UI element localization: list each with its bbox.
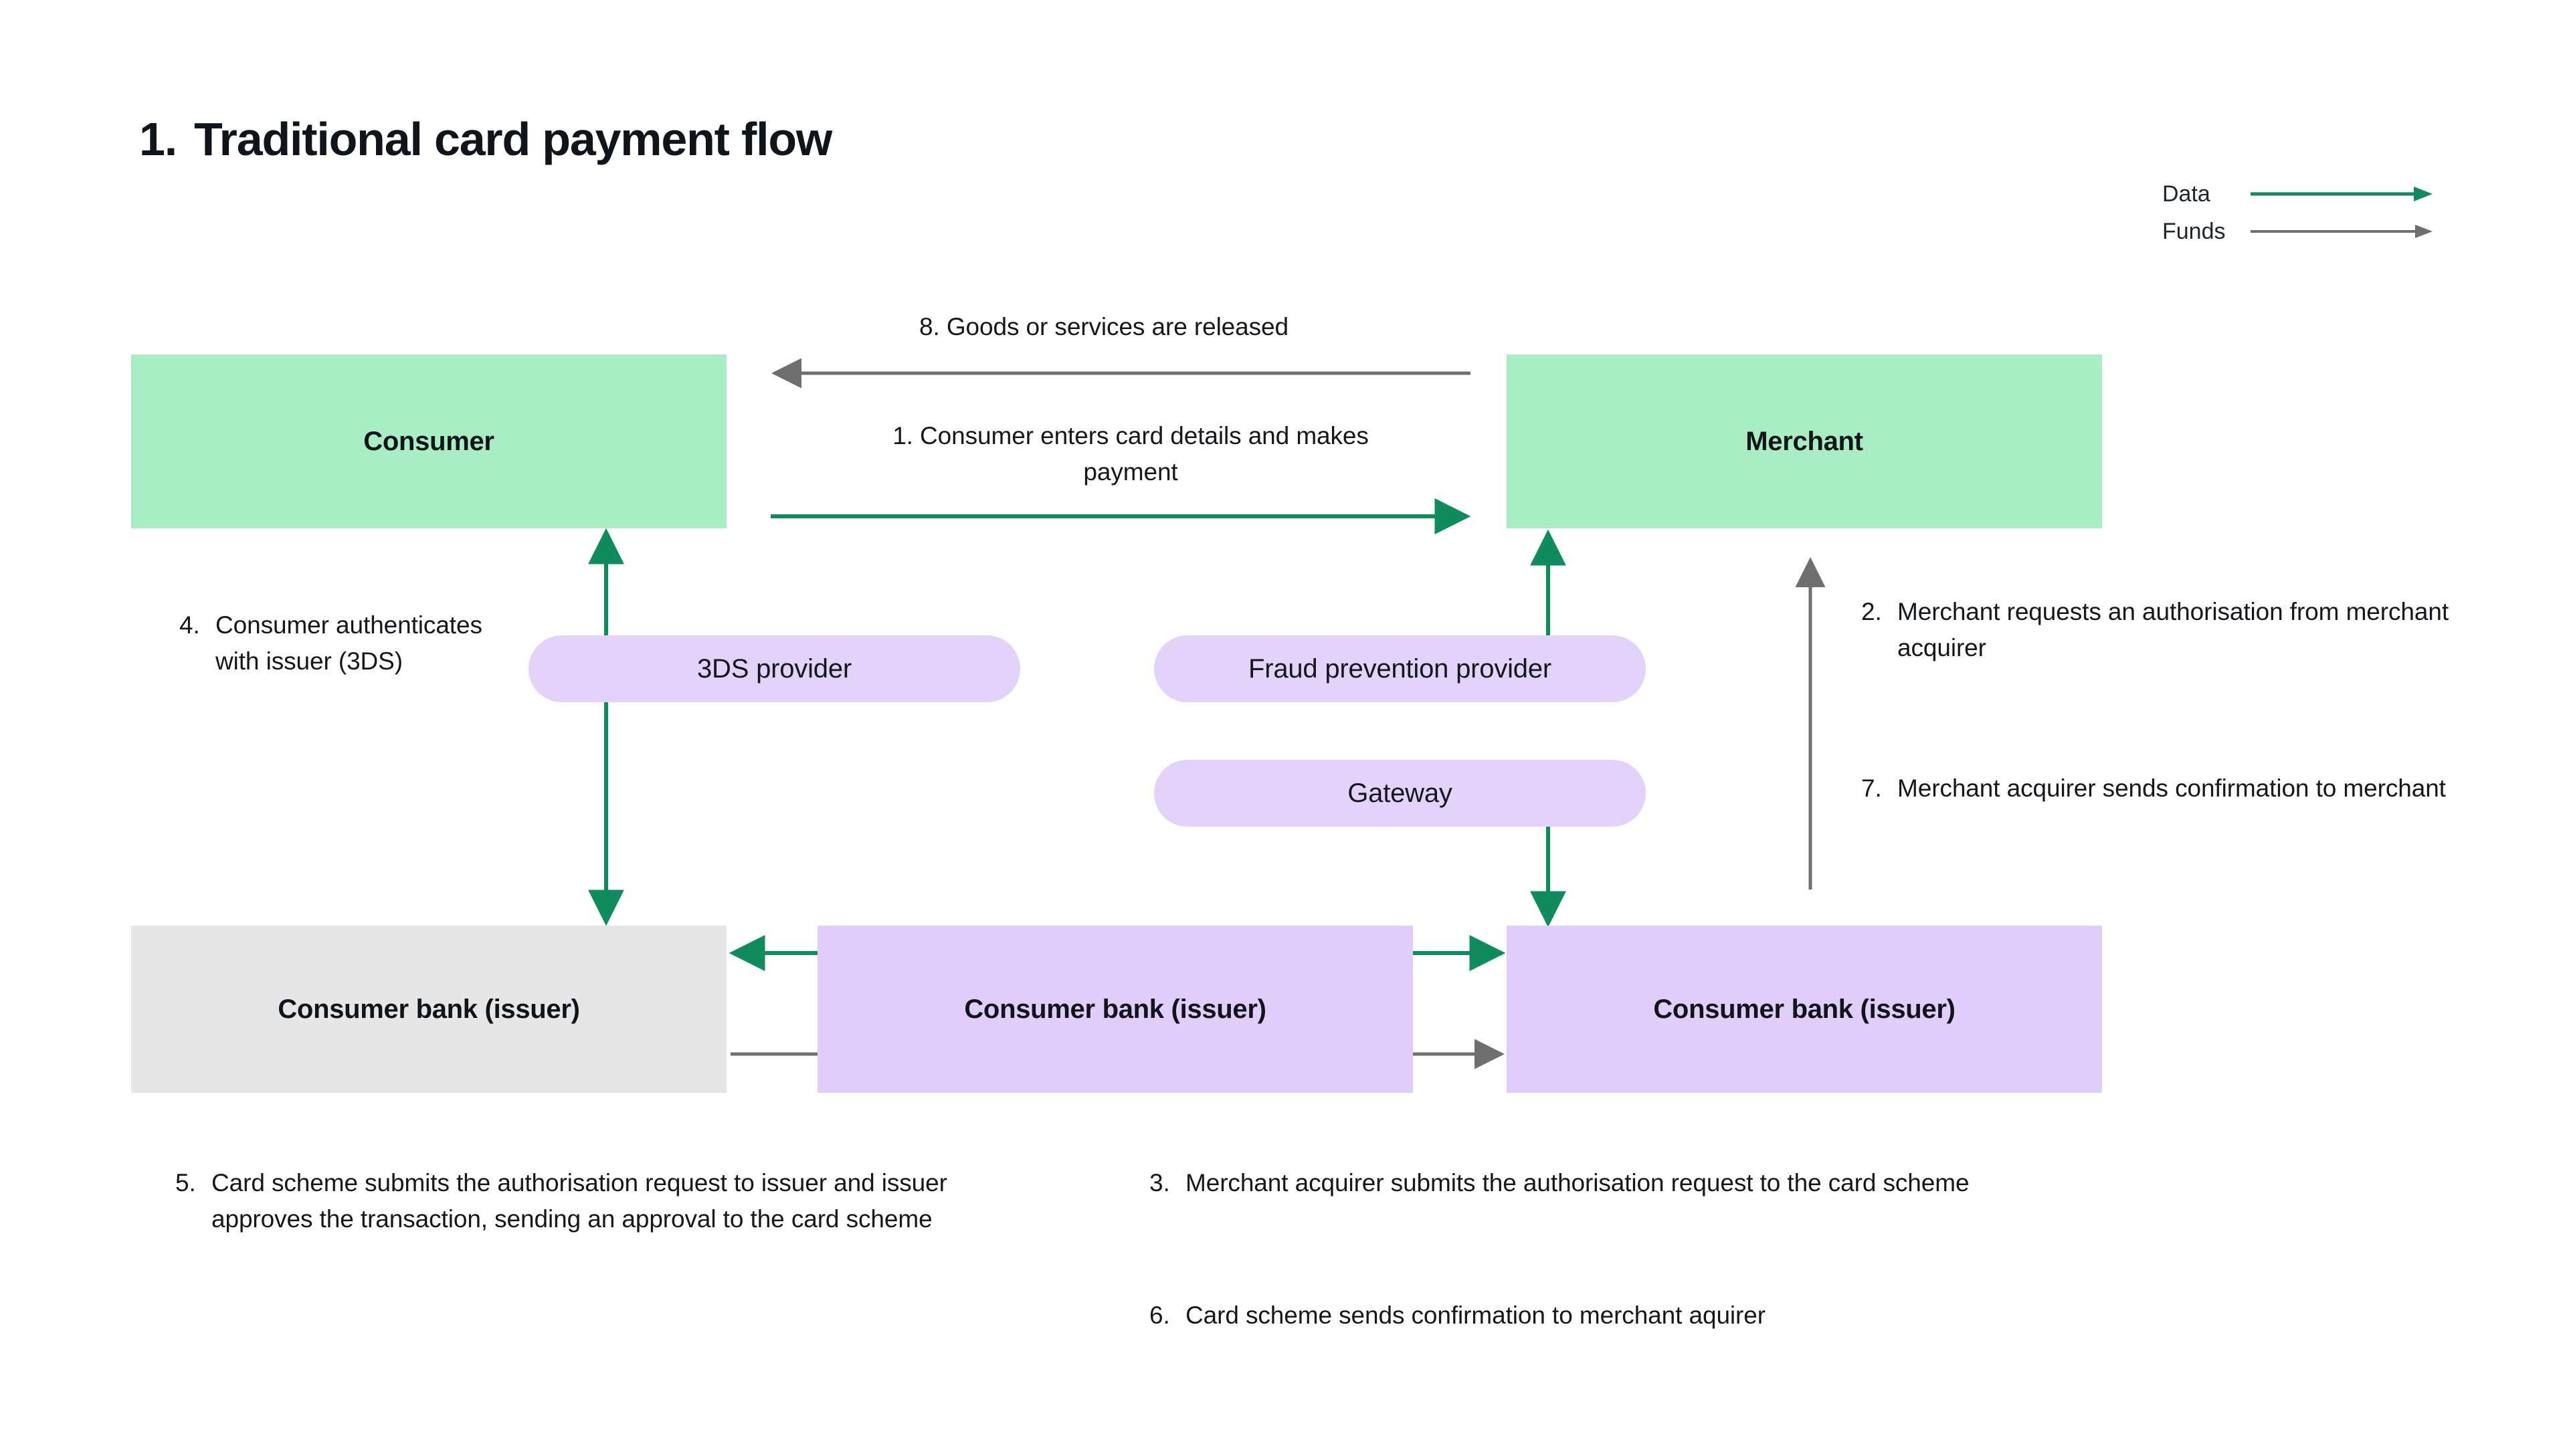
legend: Data Funds [2162, 175, 2443, 250]
annotation-step-2-number: 2. [1861, 598, 1882, 625]
annotation-step-5-text: Card scheme submits the authorisation re… [211, 1169, 947, 1233]
annotation-step-3-number: 3. [1149, 1169, 1170, 1197]
annotation-step-6-number: 6. [1149, 1302, 1170, 1329]
annotation-step-4-text: Consumer authenticates with issuer (3DS) [215, 611, 482, 675]
node-merchant-label: Merchant [1745, 426, 1863, 456]
annotation-step-8-number: 8. [919, 313, 940, 340]
annotation-step-7-text: Merchant acquirer sends confirmation to … [1897, 774, 2446, 802]
annotation-step-2-text: Merchant requests an authorisation from … [1897, 598, 2449, 662]
annotation-step-1-number: 1. [892, 422, 913, 449]
annotation-step-7: 7. Merchant acquirer sends confirmation … [1861, 770, 2477, 807]
page-title-text: Traditional card payment flow [193, 113, 832, 165]
node-bank-right-label: Consumer bank (issuer) [1653, 994, 1956, 1024]
annotation-step-6: 6. Card scheme sends confirmation to mer… [1149, 1297, 2059, 1334]
legend-label-funds: Funds [2162, 218, 2226, 244]
pill-fraud-prevention-provider-label: Fraud prevention provider [1248, 653, 1552, 684]
annotation-step-1: 1. Consumer enters card details and make… [863, 418, 1398, 490]
legend-funds-arrow-icon [2251, 223, 2433, 239]
annotation-step-4-number: 4. [179, 611, 200, 639]
node-bank-left[interactable]: Consumer bank (issuer) [131, 926, 727, 1093]
annotation-step-8: 8. Goods or services are released [863, 309, 1345, 345]
node-consumer-label: Consumer [363, 426, 494, 456]
legend-item-funds: Funds [2162, 213, 2443, 250]
annotation-step-1-text: Consumer enters card details and makes p… [920, 422, 1369, 486]
page-title-number: 1. [139, 113, 177, 165]
pill-gateway-label: Gateway [1347, 778, 1452, 808]
node-bank-mid-label: Consumer bank (issuer) [964, 994, 1266, 1024]
annotation-step-5-number: 5. [175, 1169, 196, 1197]
node-bank-right[interactable]: Consumer bank (issuer) [1507, 926, 2102, 1093]
pill-fraud-prevention-provider[interactable]: Fraud prevention provider [1154, 635, 1646, 702]
pill-3ds-provider[interactable]: 3DS provider [529, 635, 1020, 702]
node-merchant[interactable]: Merchant [1507, 354, 2102, 528]
annotation-step-5: 5. Card scheme submits the authorisation… [175, 1165, 998, 1237]
pill-gateway[interactable]: Gateway [1154, 760, 1646, 827]
annotation-step-4: 4. Consumer authenticates with issuer (3… [179, 607, 494, 680]
annotation-step-6-text: Card scheme sends confirmation to mercha… [1185, 1302, 1766, 1329]
node-bank-mid[interactable]: Consumer bank (issuer) [818, 926, 1413, 1093]
annotation-step-3: 3. Merchant acquirer submits the authori… [1149, 1165, 2059, 1201]
node-consumer[interactable]: Consumer [131, 354, 727, 528]
annotation-step-8-text: Goods or services are released [946, 313, 1289, 340]
page-title: 1. Traditional card payment flow [139, 112, 832, 166]
annotation-step-3-text: Merchant acquirer submits the authorisat… [1185, 1169, 1970, 1197]
node-bank-left-label: Consumer bank (issuer) [278, 994, 580, 1024]
legend-data-arrow-icon [2251, 186, 2433, 202]
legend-label-data: Data [2162, 181, 2210, 207]
annotation-step-2: 2. Merchant requests an authorisation fr… [1861, 594, 2463, 666]
annotation-step-7-number: 7. [1861, 774, 1882, 802]
pill-3ds-provider-label: 3DS provider [696, 653, 852, 684]
legend-item-data: Data [2162, 175, 2443, 213]
